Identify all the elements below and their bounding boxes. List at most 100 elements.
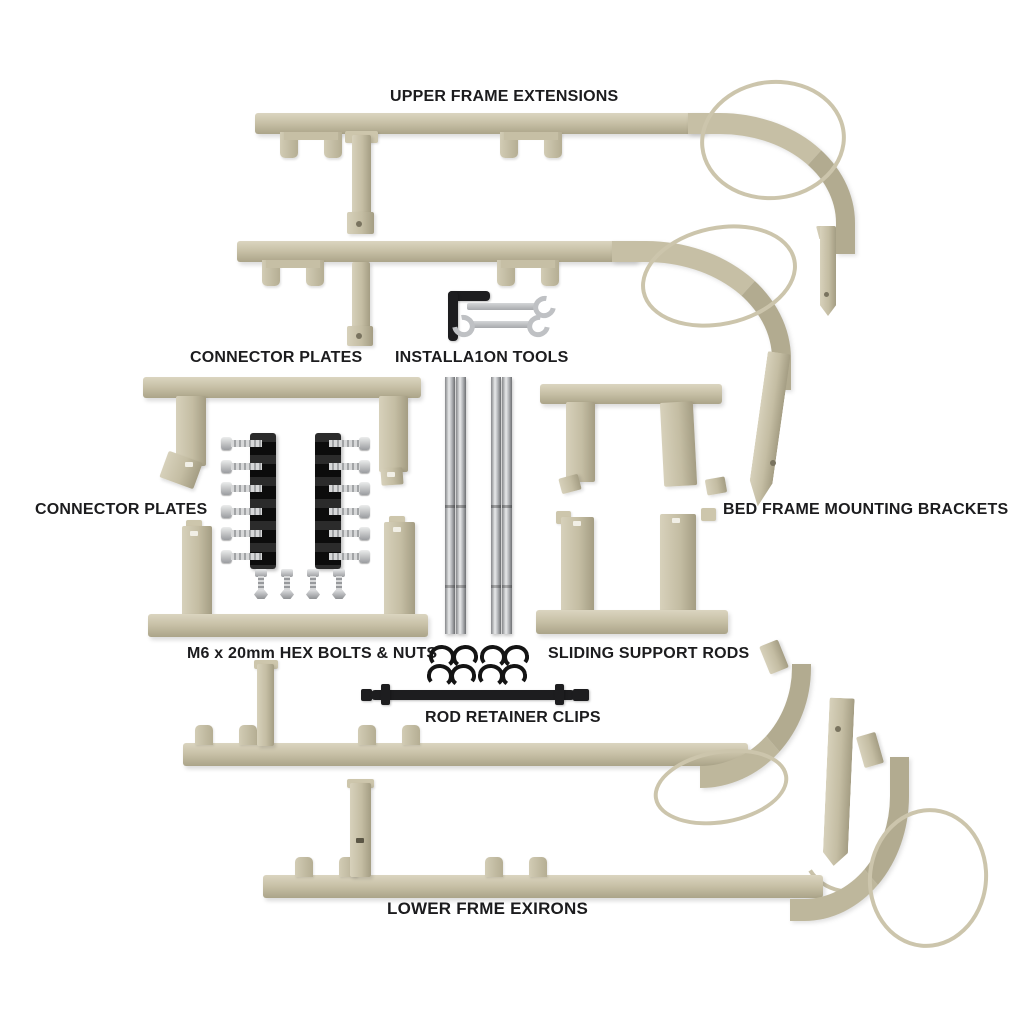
bolt-shaft (231, 440, 262, 447)
hook-bridge (284, 132, 338, 140)
bolt-strip (315, 433, 341, 569)
connector-plate-rail (143, 377, 421, 398)
hook-tab (485, 857, 503, 877)
hex-bolts-right (328, 437, 370, 571)
slot (190, 531, 198, 536)
hook-tab (402, 725, 420, 745)
hex-key-icon (448, 291, 490, 301)
mount-hook-pair (195, 725, 257, 745)
bolt-head (333, 569, 345, 577)
bolt-shaft (329, 530, 360, 537)
hex-bolt (221, 527, 263, 541)
support-rod (456, 377, 466, 634)
bolt-shaft (310, 576, 316, 591)
mount-hook-pair (485, 857, 547, 877)
bolt-shaft (231, 507, 262, 515)
bolt-shaft (329, 552, 360, 560)
drop-post (352, 135, 371, 215)
slot (387, 472, 395, 477)
bolt-shaft (329, 507, 360, 515)
hex-bolt-with-nut (306, 569, 320, 600)
hex-bolts-left (221, 437, 263, 571)
hex-bolt (328, 549, 370, 564)
bolt-strip (250, 433, 276, 569)
bracket-rail (540, 384, 722, 404)
bolt-hole (356, 221, 362, 227)
bolt-head (281, 569, 293, 577)
riser-post (350, 783, 371, 877)
connector-plate-rail (148, 614, 428, 637)
retainer-clips (425, 643, 531, 689)
support-rod (445, 377, 455, 634)
mount-hook-pair (500, 132, 562, 158)
hook-bridge (266, 260, 320, 268)
hook-tab (195, 725, 213, 745)
bracket-leg (659, 401, 698, 487)
bolt-head (359, 482, 370, 495)
retainer-clip-icon (448, 662, 478, 689)
drop-post (352, 262, 370, 330)
riser-post (257, 664, 274, 746)
hex-nut (332, 590, 346, 599)
slot (573, 521, 581, 526)
bolt-hole (770, 460, 776, 466)
bolt-head (307, 569, 319, 577)
bolt-shaft (336, 576, 342, 591)
bracket-leg (561, 517, 594, 615)
hex-bolt-with-nut (332, 569, 346, 600)
hex-bolt-with-nut (254, 569, 268, 600)
bolt-head (255, 569, 267, 577)
rod-end-stub (361, 689, 372, 701)
connector-leg (384, 522, 415, 620)
hex-bolt (328, 437, 370, 451)
bolt-head (359, 459, 370, 473)
hook-tab (529, 857, 547, 877)
loose-bolts (254, 569, 364, 600)
bolt-hole (356, 333, 362, 339)
bracket-foot (558, 473, 582, 495)
hex-nut (254, 590, 268, 599)
hook-bridge (501, 260, 555, 268)
bolt-head (221, 437, 232, 450)
bracket-leg (566, 402, 595, 482)
bolt-hole (835, 726, 841, 732)
bolt-shaft (329, 485, 360, 492)
hex-bolt-with-nut (280, 569, 294, 600)
bolt-shaft (329, 440, 360, 447)
rod-collar (381, 684, 390, 705)
frame-rail (255, 113, 705, 134)
bolt-shaft (231, 552, 262, 560)
slot (356, 838, 364, 843)
label-installation-tools: INSTALLA1ON TOOLS (395, 349, 569, 366)
rod-shaft (371, 690, 575, 700)
bolt-head (221, 459, 232, 473)
bolt-head (359, 437, 370, 450)
label-hex-bolts-and-nuts: M6 x 20mm HEX BOLTS & NUTS (187, 645, 438, 662)
mount-hook-pair (280, 132, 342, 158)
label-connector-plates-left: CONNECTOR PLATES (35, 501, 208, 518)
hex-bolt (221, 437, 263, 451)
bracket-foot (704, 476, 728, 496)
label-sliding-support-rods: SLIDING SUPPORT RODS (548, 645, 750, 662)
slot (185, 462, 193, 467)
bracket-rail (536, 610, 728, 634)
hex-bolt (328, 459, 370, 474)
bolt-head (359, 527, 370, 540)
support-rod (491, 377, 501, 634)
hex-key-icon (448, 291, 458, 341)
bolt-head (221, 504, 232, 518)
hex-bolt (328, 527, 370, 541)
bracket-leg (660, 514, 696, 616)
mount-hook-pair (262, 260, 324, 286)
rod-end-stub (573, 689, 589, 701)
mount-hook-pair (358, 725, 420, 745)
bolt-shaft (284, 576, 290, 591)
hook-tab (358, 725, 376, 745)
connector-leg (182, 526, 212, 620)
frame-rail (237, 241, 637, 262)
label-upper-frame-extensions: UPPER FRAME EXTENSIONS (390, 88, 619, 105)
hook-tab (239, 725, 257, 745)
label-connector-plates-top: CONNECTOR PLATES (190, 349, 363, 366)
bolt-shaft (258, 576, 264, 591)
